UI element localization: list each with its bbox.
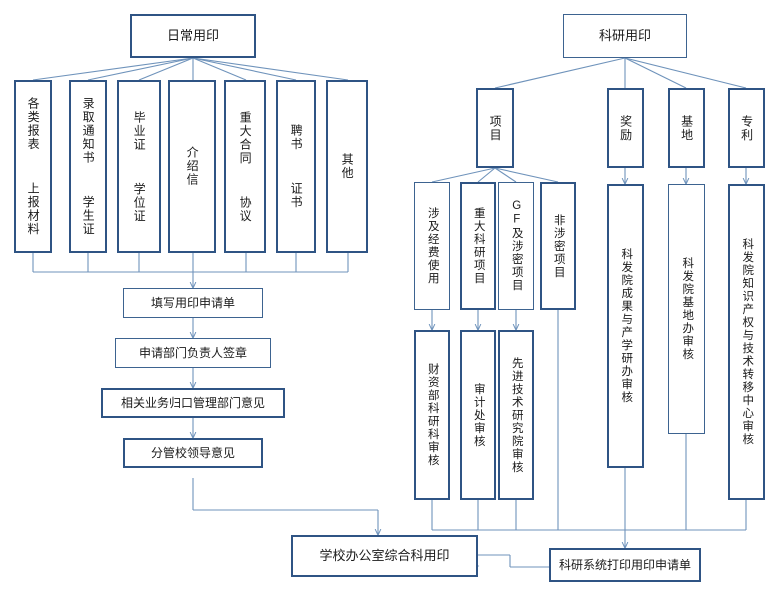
category-box-reports[interactable]: 各类报表 上报材料 (14, 80, 52, 253)
category-box-base[interactable]: 基地 (668, 88, 705, 168)
review-box-achievements-industry-office[interactable]: 科发院成果与产学研办审核 (607, 184, 644, 468)
category-box-project[interactable]: 项目 (476, 88, 514, 168)
category-box-award[interactable]: 奖励 (607, 88, 644, 168)
root-node-daily-seal[interactable]: 日常用印 (130, 14, 256, 58)
step-vice-president-opinion[interactable]: 分管校领导意见 (123, 438, 263, 468)
project-subtype-non-classified[interactable]: 非涉密项目 (540, 182, 576, 310)
category-box-diploma[interactable]: 毕业证 学位证 (117, 80, 161, 253)
project-subtype-funding[interactable]: 涉及经费使用 (414, 182, 450, 310)
category-box-major-contract[interactable]: 重大合同 协议 (224, 80, 266, 253)
review-box-audit-office[interactable]: 审计处审核 (460, 330, 496, 500)
review-box-base-office[interactable]: 科发院基地办审核 (668, 184, 705, 434)
category-box-appointment-cert[interactable]: 聘书 证书 (276, 80, 316, 253)
root-node-research-seal[interactable]: 科研用印 (563, 14, 687, 58)
category-box-admission-notice[interactable]: 录取通知书 学生证 (69, 80, 107, 253)
step-business-management-opinion[interactable]: 相关业务归口管理部门意见 (101, 388, 285, 418)
step-department-head-signature[interactable]: 申请部门负责人签章 (115, 338, 271, 368)
category-box-patent[interactable]: 专利 (728, 88, 765, 168)
step-research-system-print-form[interactable]: 科研系统打印用印申请单 (549, 548, 701, 582)
review-box-advanced-tech-institute[interactable]: 先进技术研究院审核 (498, 330, 534, 500)
project-subtype-major-research[interactable]: 重大科研项目 (460, 182, 496, 310)
project-subtype-gf-classified[interactable]: GF及涉密项目 (498, 182, 534, 310)
review-box-ip-tech-transfer-center[interactable]: 科发院知识产权与技术转移中心审核 (728, 184, 765, 500)
review-box-finance-research-section[interactable]: 财资部科研科审核 (414, 330, 450, 500)
category-box-other[interactable]: 其他 (326, 80, 368, 253)
category-box-intro-letter[interactable]: 介绍信 (168, 80, 216, 253)
final-node-office-general-section[interactable]: 学校办公室综合科用印 (291, 535, 478, 577)
step-fill-application-form[interactable]: 填写用印申请单 (123, 288, 263, 318)
